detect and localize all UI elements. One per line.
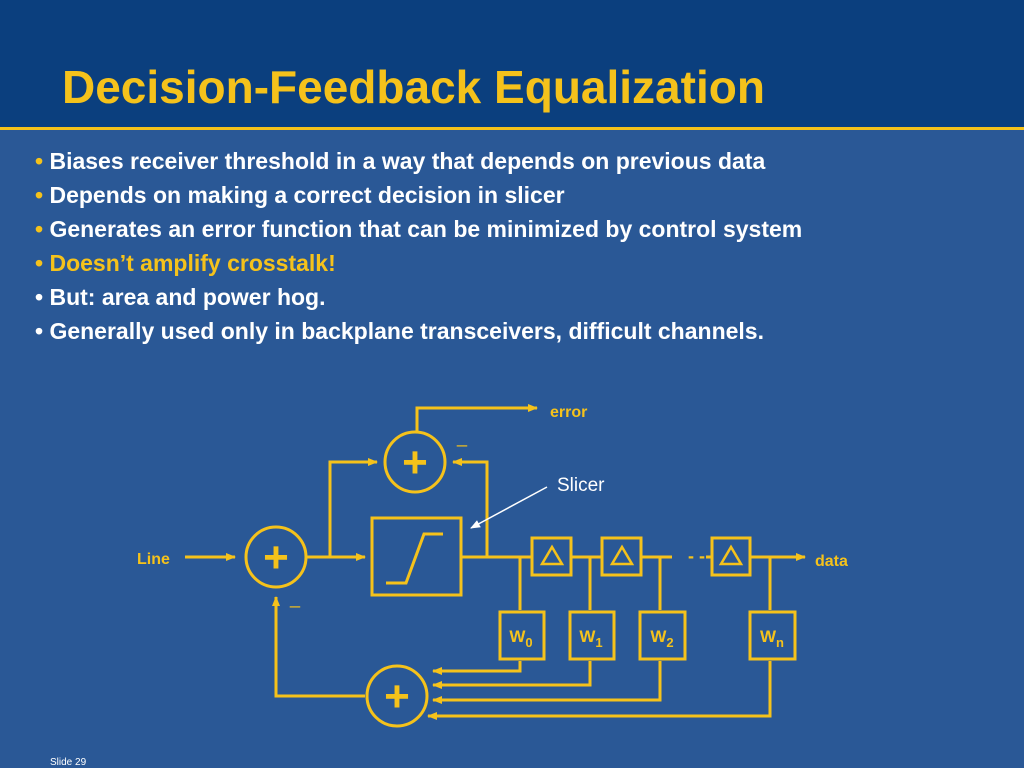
weight-box-wn xyxy=(748,610,797,661)
bullet-item: • But: area and power hog. xyxy=(35,280,802,314)
error-label: error xyxy=(550,404,587,421)
bullet-text: Generally used only in backplane transce… xyxy=(49,318,764,344)
delay-ellipsis: - - xyxy=(688,546,705,566)
bullet-marker: • xyxy=(35,284,44,310)
bullet-item-highlight: • Doesn’t amplify crosstalk! xyxy=(35,246,802,280)
bullet-text: Doesn’t amplify crosstalk! xyxy=(49,250,336,276)
bullet-item: • Depends on making a correct decision i… xyxy=(35,178,802,212)
line-label: Line xyxy=(137,551,170,568)
weight-label-w2: W2 xyxy=(650,627,673,650)
bullet-text: Generates an error function that can be … xyxy=(49,216,803,242)
feedback-return-wire xyxy=(272,596,365,698)
w2-feedback-wire xyxy=(432,661,662,704)
bullet-item: • Generates an error function that can b… xyxy=(35,212,802,246)
slicer-block xyxy=(370,516,463,597)
error-minus-sign: _ xyxy=(456,427,468,448)
bullet-marker: • xyxy=(35,216,44,242)
delay-triangle-icon xyxy=(539,544,565,566)
bullet-text: Depends on making a correct decision in … xyxy=(49,182,565,208)
input-summer-symbol: + xyxy=(263,533,289,582)
weight-label-wn: Wn xyxy=(760,627,784,650)
feedback-minus-sign: _ xyxy=(289,588,301,609)
bullet-marker: • xyxy=(35,182,44,208)
error-output-wire xyxy=(415,404,538,432)
slicer-label: Slicer xyxy=(557,475,605,496)
delay-element-2 xyxy=(600,536,643,577)
bullet-list: • Biases receiver threshold in a way tha… xyxy=(35,144,802,348)
slicer-transfer-curve xyxy=(386,532,443,585)
weight-label-w0: W0 xyxy=(509,627,532,650)
delay-element-n xyxy=(710,536,752,577)
bullet-item: • Generally used only in backplane trans… xyxy=(35,314,802,348)
feedback-summer-symbol: + xyxy=(384,672,410,721)
bullet-marker: • xyxy=(35,318,44,344)
slicer-pointer-line xyxy=(470,486,548,529)
w1-feedback-wire xyxy=(432,661,592,689)
delay-triangle-icon xyxy=(609,544,635,566)
weight-box-w1 xyxy=(568,610,616,661)
bullet-item: • Biases receiver threshold in a way tha… xyxy=(35,144,802,178)
title-rule xyxy=(0,127,1024,130)
slide-number: Slide 29 xyxy=(50,757,87,768)
slicer-feedback-wire xyxy=(452,458,489,557)
bullet-marker: • xyxy=(35,250,44,276)
slide-title: Decision-Feedback Equalization xyxy=(62,61,765,113)
error-summer-symbol: + xyxy=(402,438,428,487)
delay-element-1 xyxy=(530,536,573,577)
title-bar xyxy=(0,0,1024,127)
bullet-marker: • xyxy=(35,148,44,174)
feedback-summer xyxy=(365,664,429,728)
error-summer xyxy=(383,430,447,494)
weight-box-w0 xyxy=(498,610,546,661)
data-label: data xyxy=(815,553,848,570)
weight-box-w2 xyxy=(638,610,687,661)
input-summer xyxy=(244,525,308,589)
error-branch-wire xyxy=(328,458,378,557)
weight-label-w1: W1 xyxy=(579,627,602,650)
bullet-text: But: area and power hog. xyxy=(49,284,326,310)
bullet-text: Biases receiver threshold in a way that … xyxy=(49,148,766,174)
delay-triangle-icon xyxy=(718,544,744,566)
w0-feedback-wire xyxy=(432,661,522,675)
wn-feedback-wire xyxy=(427,661,772,720)
